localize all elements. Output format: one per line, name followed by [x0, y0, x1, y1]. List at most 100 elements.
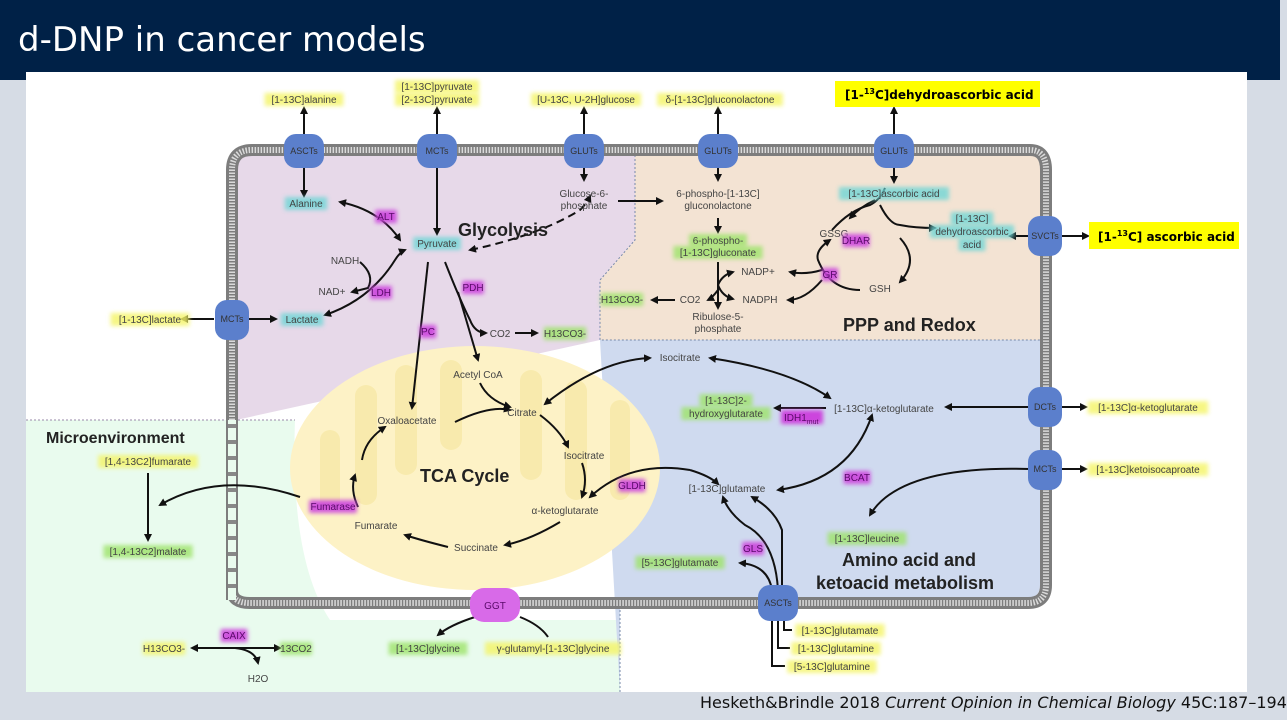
2hg-2-text: hydroxyglutarate	[689, 409, 763, 420]
co2-pdh: CO2	[490, 329, 511, 340]
svg-text:GLUTs: GLUTs	[880, 146, 908, 156]
bicarbonate-ppp-text: H13CO3-	[601, 295, 643, 306]
ext-glucose: [U-13C, U-2H]glucose	[531, 93, 641, 106]
highlight	[485, 642, 621, 655]
amino-title-line1: Amino acid and	[842, 550, 976, 570]
ext-akg-text: [1-13C]α-ketoglutarate	[1098, 403, 1198, 414]
mct-top-transporter: MCTs	[417, 134, 457, 168]
svg-text:MCTs: MCTs	[1034, 464, 1057, 474]
highlight	[220, 629, 248, 642]
ext-pyruvate-1-text: [1-13C]pyruvate	[401, 82, 473, 93]
highlight	[689, 234, 747, 247]
highlight	[681, 407, 771, 420]
highlight	[787, 660, 877, 673]
microenvironment-title: Microenvironment	[46, 430, 185, 447]
highlight	[930, 225, 1014, 238]
isocitrate-cyt: Isocitrate	[660, 353, 701, 364]
phosphogluconate-1: 6-phospho-	[689, 234, 747, 247]
enzyme-pc-text: PC	[421, 327, 435, 338]
enzyme-alt-text: ALT	[377, 212, 395, 223]
gsh-text: GSH	[869, 284, 891, 295]
co2-ext: 13CO2	[280, 642, 312, 655]
dehydroascorbic-1: [1-13C]	[950, 212, 994, 225]
highlight	[543, 327, 587, 340]
svg-text:GGT: GGT	[484, 601, 506, 612]
glut-transporter-3: GLUTs	[874, 134, 914, 168]
nad: NAD+	[319, 287, 346, 298]
highlight	[375, 210, 397, 223]
akg-mito: α-ketoglutarate	[532, 506, 599, 517]
glut-transporter-1: GLUTs	[564, 134, 604, 168]
pyruvate-text: Pyruvate	[417, 239, 457, 250]
ext-gluconolactone-text: δ-[1-13C]gluconolactone	[666, 95, 775, 106]
enzyme-gldh: GLDH	[618, 479, 646, 492]
highlight	[309, 500, 357, 513]
enzyme-alt: ALT	[375, 210, 397, 223]
highlight	[280, 313, 324, 326]
dehydroascorbic-2: dehydroascorbic	[930, 225, 1014, 238]
ribulose-5-phosphate-2-text: phosphate	[695, 324, 742, 335]
glycine-text: [1-13C]glycine	[396, 644, 460, 655]
ext-glutamate: [1-13C]glutamate	[795, 624, 885, 637]
highlight	[821, 268, 839, 281]
bicarbonate-pdh-text: H13CO3-	[544, 329, 586, 340]
glucose-6-phosphate-1: Glucose-6-	[560, 189, 609, 200]
ribulose-5-phosphate-2: phosphate	[695, 324, 742, 335]
svg-text:ASCTs: ASCTs	[764, 598, 792, 608]
oxaloacetate-text: Oxaloacetate	[378, 416, 437, 427]
ext-lactate-text: [1-13C]lactate	[119, 315, 182, 326]
highlight	[795, 624, 885, 637]
enzyme-bcat: BCAT	[843, 471, 871, 484]
svg-text:ASCTs: ASCTs	[290, 146, 318, 156]
ext-pyruvate-2: [2-13C]pyruvate	[395, 93, 479, 106]
ext-glucose-text: [U-13C, U-2H]glucose	[537, 95, 635, 106]
ext-glutamine-1: [1-13C]glutamine	[791, 642, 881, 655]
phosphogluconolactone-1: 6-phospho-[1-13C]	[676, 189, 760, 200]
isocitrate-cyt-text: Isocitrate	[660, 353, 701, 364]
gssg: GSSG	[820, 229, 849, 240]
highlight	[98, 455, 198, 468]
highlight	[742, 542, 764, 555]
ext-glutamine-5: [5-13C]glutamine	[787, 660, 877, 673]
2hg-1-text: [1-13C]2-	[705, 396, 747, 407]
metabolite-labels: [1-13C]alanine[1-13C]pyruvate[2-13C]pyru…	[98, 80, 1209, 685]
water-text: H2O	[248, 674, 269, 685]
enzyme-pdh: PDH	[462, 281, 484, 294]
co2-pdh-text: CO2	[490, 329, 511, 340]
amino-region	[600, 340, 1040, 692]
enzyme-caix: CAIX	[220, 629, 248, 642]
mct-right-transporter: MCTs	[1028, 450, 1062, 490]
highlight	[842, 234, 870, 247]
citrate-text: Citrate	[507, 408, 537, 419]
highlight	[950, 212, 994, 225]
enzyme-caix-text: CAIX	[222, 631, 246, 642]
highlight	[699, 394, 753, 407]
ext-fumarate-text: [1,4-13C2]fumarate	[105, 457, 192, 468]
highlight	[419, 325, 437, 338]
highlight	[110, 313, 190, 326]
leucine-text: [1-13C]leucine	[835, 534, 900, 545]
ribulose-5-phosphate-1-text: Ribulose-5-	[692, 312, 743, 323]
glutamate-cyt: [1-13C]glutamate	[689, 484, 766, 495]
ext-lactate: [1-13C]lactate	[110, 313, 190, 326]
highlight	[635, 556, 725, 569]
isocitrate-mito-text: Isocitrate	[564, 451, 605, 462]
ext-pyruvate-1: [1-13C]pyruvate	[395, 80, 479, 93]
highlight	[958, 238, 986, 251]
highlight	[657, 93, 783, 106]
enzyme-dhar-text: DHAR	[842, 236, 870, 247]
ext-fumarate: [1,4-13C2]fumarate	[98, 455, 198, 468]
ggt-enzyme: GGT	[470, 588, 520, 622]
fumarate: Fumarate	[355, 521, 398, 532]
ascorbic-acid: [1-13C]ascorbic acid	[839, 187, 949, 200]
glucose-6-phosphate-2: phosphate	[561, 201, 608, 212]
highlight	[395, 80, 479, 93]
cell-membrane	[226, 144, 1052, 609]
akg-cyt-text: [1-13C]α-ketoglutarate	[834, 404, 934, 415]
enzyme-gr-text: GR	[823, 270, 838, 281]
highlight	[370, 286, 392, 299]
highlight	[1087, 401, 1209, 414]
phosphogluconate-2: [1-13C]gluconate	[673, 246, 763, 259]
nad-text: NAD+	[319, 287, 346, 298]
highlight	[264, 93, 344, 106]
